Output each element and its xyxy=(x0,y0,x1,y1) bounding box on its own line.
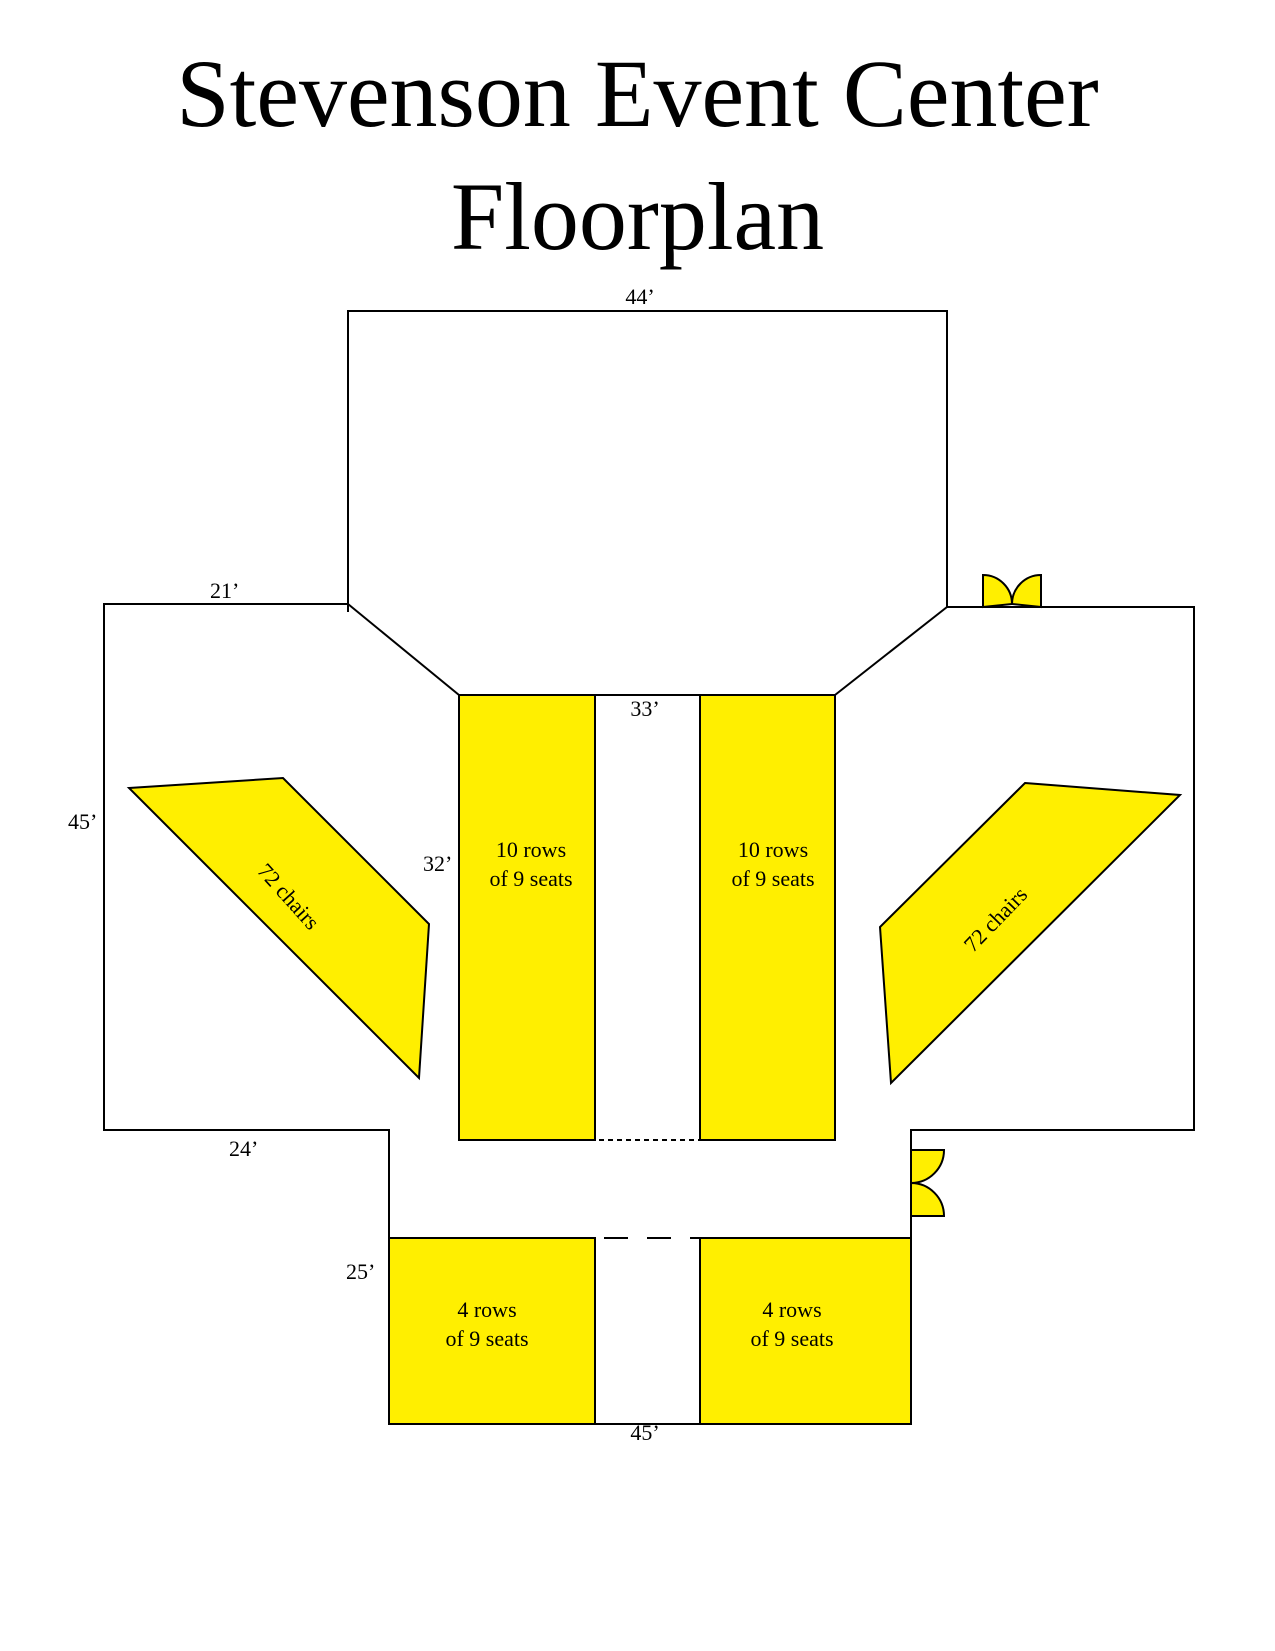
label-bottom-left-rows: 4 rows xyxy=(457,1297,516,1322)
dimension-bottom-height: 25’ xyxy=(346,1259,375,1284)
double-door-icon xyxy=(982,573,1042,609)
double-door-icon xyxy=(910,1149,946,1217)
seating-block-bottom-right xyxy=(699,1237,912,1425)
dimension-center-height: 32’ xyxy=(423,851,452,876)
stage-diagonal-right xyxy=(834,606,948,696)
dimension-left-upper: 21’ xyxy=(210,578,239,603)
stage-diagonal-left xyxy=(347,603,460,696)
seating-wing-right xyxy=(878,781,1183,1086)
dimension-bottom-width: 45’ xyxy=(630,1420,659,1445)
outer-walls xyxy=(103,603,1195,1425)
label-bottom-left-seats: of 9 seats xyxy=(445,1326,528,1351)
label-center-left-seats: of 9 seats xyxy=(489,866,572,891)
stage-walls xyxy=(347,310,948,612)
label-center-right-seats: of 9 seats xyxy=(731,866,814,891)
dimension-left-side: 45’ xyxy=(68,809,97,834)
center-dashed-boundary xyxy=(458,695,836,1141)
seating-block-bottom-left xyxy=(388,1237,596,1425)
seating-wing-left xyxy=(126,776,431,1081)
seating-block-center-right xyxy=(699,694,836,1141)
dimension-left-lower: 24’ xyxy=(229,1136,258,1161)
dimension-top: 44’ xyxy=(625,284,654,309)
page-subtitle: Floorplan xyxy=(450,163,825,270)
dimension-center-width: 33’ xyxy=(630,696,659,721)
seating-block-center-left xyxy=(458,694,596,1141)
label-center-left-rows: 10 rows xyxy=(496,837,566,862)
label-bottom-right-rows: 4 rows xyxy=(762,1297,821,1322)
label-center-right-rows: 10 rows xyxy=(738,837,808,862)
label-bottom-right-seats: of 9 seats xyxy=(750,1326,833,1351)
page-title: Stevenson Event Center xyxy=(176,40,1099,147)
